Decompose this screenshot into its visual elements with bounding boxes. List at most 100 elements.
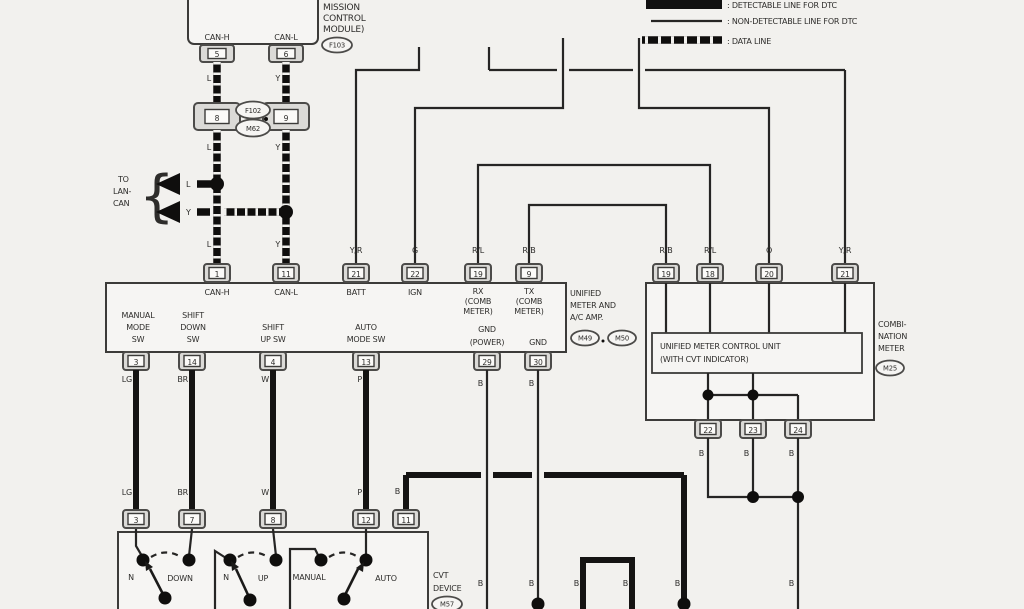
sw2-throw-arc	[237, 551, 269, 558]
amp-connector-2: M50	[615, 335, 629, 343]
wire-batt-yr	[354, 47, 421, 264]
lan-can-brace: {	[139, 164, 175, 229]
lan-can-wire-l: L	[186, 180, 191, 189]
sw2-arm-arrow-icon	[231, 561, 239, 571]
umcu-line1: UNIFIED METER CONTROL UNIT	[660, 342, 781, 351]
amp-name-3: A/C AMP.	[570, 313, 603, 322]
amp-tx-1: TX	[523, 287, 535, 296]
wire-label-l-1: L	[207, 74, 212, 83]
sw3-arm-arrow-icon	[356, 562, 364, 572]
unified-meter-amp: Y/R G R/L R/B 1 11 21 22 19 9 CAN-H CAN-…	[105, 246, 637, 371]
cm-ground-dot-2	[792, 491, 804, 503]
legend-data-line-label: : DATA LINE	[727, 37, 771, 46]
amp-connector-1: M49	[578, 335, 592, 343]
amp-gnd: GND	[529, 338, 547, 347]
legend-non-detectable-label: : NON-DETECTABLE LINE FOR DTC	[727, 17, 858, 26]
label-lg-1: LG	[122, 375, 132, 384]
cvt-name-1: CVT	[433, 571, 449, 580]
cm-name-1: COMBI-	[878, 320, 907, 329]
wire-label-l-2: L	[207, 143, 212, 152]
tcm-pin-5-number: 5	[215, 50, 220, 59]
sw3-label-auto: AUTO	[375, 574, 397, 583]
cm-pin-18-number: 18	[705, 270, 715, 279]
tcm-module: CAN-H CAN-L MISSION CONTROL MODULE) F103…	[187, 0, 366, 63]
amp-shift-down-3: SW	[187, 335, 200, 344]
sw2-pin8-lead	[271, 528, 278, 557]
label-w-1: W	[261, 375, 269, 384]
label-b-30: B	[529, 379, 534, 388]
amp-name-2: METER AND	[570, 301, 616, 310]
amp-rx-1: RX	[473, 287, 484, 296]
cvt-connector: M57	[440, 601, 454, 609]
cm-b-label-2: B	[744, 449, 749, 458]
cm-name-3: METER	[878, 344, 905, 353]
tcm-can-l-label: CAN-L	[274, 33, 298, 42]
amp-pin-14-number: 14	[187, 358, 197, 367]
cm-wire-rl: R/L	[704, 246, 717, 255]
arrow-left-icon	[156, 201, 180, 223]
amp-pin-11-number: 11	[281, 270, 291, 279]
sw1-contact-down	[182, 553, 196, 567]
inline-connector-oval-upper	[235, 100, 271, 120]
cm-bus-dot-2	[747, 389, 759, 401]
unified-meter-control-unit-box	[651, 332, 863, 374]
amp-connector-dot	[601, 339, 605, 343]
cm-internal-drops	[664, 283, 847, 333]
sw1-arm	[148, 568, 166, 597]
amp-tx-3: METER)	[514, 307, 543, 316]
cm-wire-o: O	[766, 246, 772, 255]
cm-ground-dot-1	[747, 491, 759, 503]
label-b-bot-2: B	[529, 579, 534, 588]
cvt-pin-3-number: 3	[134, 516, 139, 525]
label-br-1: BR	[177, 375, 188, 384]
amp-rx-2: (COMB	[465, 297, 491, 306]
cm-pin-19-number: 19	[661, 270, 671, 279]
cvt-switch-down: N DOWN	[128, 528, 196, 605]
wire-rx-rl	[476, 163, 712, 264]
amp-shift-up-1: SHIFT	[262, 323, 284, 332]
cvt-switch-mode: MANUAL AUTO	[288, 529, 397, 609]
wire-label-rl: R/L	[472, 246, 485, 255]
junction-dot-y	[279, 205, 293, 219]
lan-can-wire-y: Y	[185, 208, 191, 217]
sw3-arm	[342, 568, 360, 598]
can-data-lines: L Y 8 9 F102 M62 L Y L Y TO LAN- CAN {	[113, 62, 310, 264]
sw2-label-up: UP	[258, 574, 269, 583]
cm-pin-23-number: 23	[748, 426, 758, 435]
meter-amp-box	[105, 282, 567, 353]
cm-connector-oval	[875, 359, 905, 377]
amp-connector-oval-1	[570, 329, 600, 347]
sw1-pin3-lead	[134, 529, 143, 557]
tcm-name-line3: MODULE)	[323, 25, 364, 35]
tcm-pin-6-number: 6	[284, 50, 289, 59]
inline-connector-dot	[264, 117, 268, 121]
wire-ign-g	[413, 38, 565, 264]
cm-connector: M25	[883, 365, 897, 373]
amp-pin-1-number: 1	[215, 270, 220, 279]
label-lg-2: LG	[122, 488, 132, 497]
amp-shift-up-2: UP SW	[260, 335, 286, 344]
amp-pin-22-number: 22	[410, 270, 420, 279]
cvt-name-2: DEVICE	[433, 584, 462, 593]
amp-pin-29-number: 29	[482, 358, 492, 367]
legend: : DETECTABLE LINE FOR DTC : NON-DETECTAB…	[642, 0, 858, 46]
lan-can-line3: CAN	[113, 199, 130, 208]
amp-pin-19-number: 19	[473, 270, 483, 279]
tcm-name-line1: MISSION	[323, 3, 360, 13]
wire-yr-right	[487, 47, 847, 264]
label-p-1: P	[357, 375, 362, 384]
amp-gnd-power-2: (POWER)	[470, 338, 505, 347]
sw1-throw-arc	[150, 551, 182, 558]
legend-detectable-sample	[646, 0, 722, 9]
amp-pin-4-number: 4	[271, 358, 276, 367]
label-w-2: W	[261, 488, 269, 497]
sw3-label-manual: MANUAL	[293, 573, 327, 582]
inline-connector-oval-lower	[235, 118, 271, 138]
sw1-label-down: DOWN	[167, 574, 193, 583]
sw2-internal-lead	[213, 548, 227, 609]
tcm-connector-oval	[321, 36, 353, 54]
cvt-device: 3 7 8 12 11 N DOWN	[117, 509, 463, 609]
cvt-pin-11-number: 11	[401, 516, 411, 525]
cm-ground-wires	[706, 438, 800, 609]
tcm-box	[187, 0, 319, 45]
